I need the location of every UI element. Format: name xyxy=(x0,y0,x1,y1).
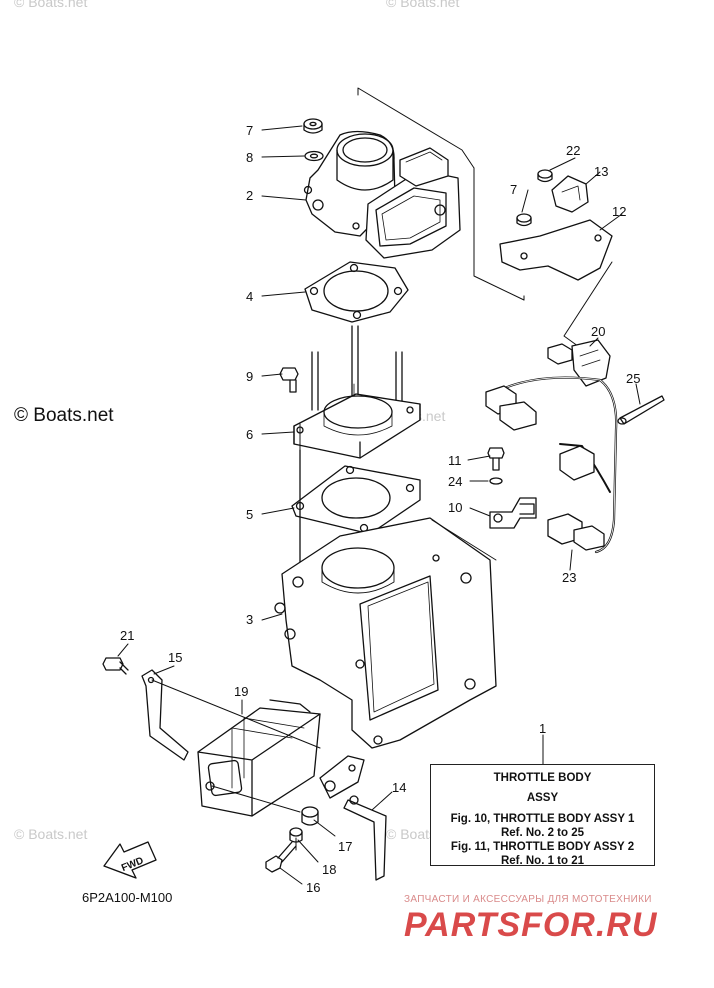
callout-11: 11 xyxy=(448,453,462,468)
callout-20: 20 xyxy=(591,324,605,339)
callout-8: 8 xyxy=(246,150,253,165)
leader-lines xyxy=(117,125,641,885)
copyright-watermark: © Boats.net xyxy=(14,405,114,426)
callout-7: 7 xyxy=(246,123,253,138)
part-nut-7-right xyxy=(516,213,532,227)
part-intake-manifold xyxy=(274,517,497,749)
callout-9: 9 xyxy=(246,369,253,384)
part-sensor-20 xyxy=(547,339,611,387)
callout-16: 16 xyxy=(306,880,320,895)
note-title-line2: ASSY xyxy=(526,792,559,804)
part-grommet-17 xyxy=(301,806,319,826)
watermark-top-left: © Boats.net xyxy=(14,0,88,10)
part-bolt-11 xyxy=(487,447,505,471)
callout-25: 25 xyxy=(626,371,640,386)
callout-6: 6 xyxy=(246,427,253,442)
part-sensor-10 xyxy=(489,497,537,529)
callout-24: 24 xyxy=(448,474,462,489)
callout-17: 17 xyxy=(338,839,352,854)
brand-tagline: ЗАПЧАСТИ И АКСЕССУАРЫ ДЛЯ МОТОТЕХНИКИ xyxy=(404,894,652,905)
part-nut-22 xyxy=(537,169,553,183)
part-nut-top xyxy=(303,118,323,134)
callout-15: 15 xyxy=(168,650,182,665)
note-line6: Ref. No. 1 to 21 xyxy=(500,855,585,867)
construction-lines xyxy=(151,423,321,851)
note-line3: Fig. 10, THROTTLE BODY ASSY 1 xyxy=(450,813,635,825)
callout-12: 12 xyxy=(612,204,626,219)
callout-3: 3 xyxy=(246,612,253,627)
assembly-note-box: THROTTLE BODY ASSY Fig. 10, THROTTLE BOD… xyxy=(430,764,655,867)
part-washer-24 xyxy=(489,477,503,485)
watermark-bottom-left: © Boats.net xyxy=(14,826,88,842)
brand-logo: PARTSFOR.RU xyxy=(404,906,658,944)
note-line4: Ref. No. 2 to 25 xyxy=(500,827,585,839)
part-bracket-14 xyxy=(319,755,387,881)
part-bolt-21 xyxy=(102,657,129,675)
callout-23: 23 xyxy=(562,570,576,585)
part-chamber-19 xyxy=(197,699,321,817)
part-bracket-12 xyxy=(499,219,613,281)
callout-22: 22 xyxy=(566,143,580,158)
part-bolt-16 xyxy=(265,841,297,873)
callout-18: 18 xyxy=(322,862,336,877)
diagram-code: 6P2A100-M100 xyxy=(82,890,173,905)
callout-1: 1 xyxy=(539,721,546,736)
callout-19: 19 xyxy=(234,684,248,699)
note-title-line1: THROTTLE BODY xyxy=(493,772,592,784)
part-gasket-upper xyxy=(304,261,409,323)
fwd-arrow-icon xyxy=(103,841,157,879)
part-throttle-body xyxy=(303,130,461,259)
callout-13: 13 xyxy=(594,164,608,179)
callout-2: 2 xyxy=(246,188,253,203)
part-spacer xyxy=(293,393,421,459)
part-wire-harness xyxy=(485,376,618,554)
part-collar-18 xyxy=(289,827,303,843)
callout-5: 5 xyxy=(246,507,253,522)
assembly-bracket-lines xyxy=(357,87,525,301)
note-line5: Fig. 11, THROTTLE BODY ASSY 2 xyxy=(450,841,635,853)
callout-14: 14 xyxy=(392,780,406,795)
part-bracket-15 xyxy=(141,669,189,761)
part-cap-13 xyxy=(551,175,589,213)
part-gasket-lower xyxy=(291,465,421,535)
callout-7-right: 7 xyxy=(510,182,517,197)
part-bolt-9 xyxy=(279,367,299,393)
callout-10: 10 xyxy=(448,500,462,515)
part-cable-tie xyxy=(617,395,665,425)
callout-4: 4 xyxy=(246,289,253,304)
part-studs xyxy=(311,325,403,425)
callout-21: 21 xyxy=(120,628,134,643)
part-washer-top xyxy=(304,150,324,162)
watermark-top-center: © Boats.net xyxy=(386,0,460,10)
